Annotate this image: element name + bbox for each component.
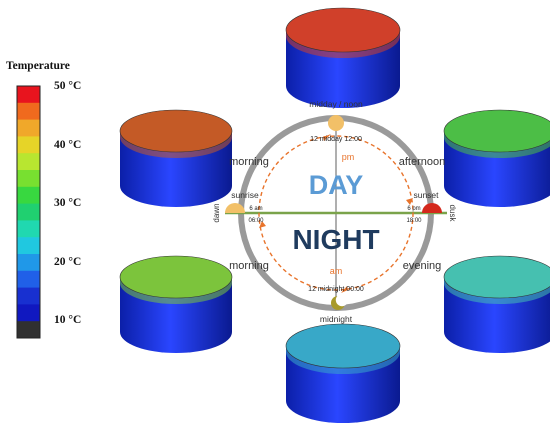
day-night-clock: DAY NIGHT pm am midday / noon 12 midday … <box>212 99 457 324</box>
day-label: DAY <box>309 170 364 200</box>
cylinder-top <box>443 255 550 299</box>
colorbar-segment <box>17 203 40 221</box>
cylinder-top <box>119 109 233 153</box>
colorbar-segment <box>17 270 40 288</box>
pm-label: pm <box>342 152 355 162</box>
legend-tick-40: 40 °C <box>54 139 82 151</box>
cylinder-morning-bottom <box>119 255 233 353</box>
am-label: am <box>330 266 343 276</box>
legend-title: Temperature <box>6 60 70 72</box>
midnight-label: midnight <box>320 314 353 324</box>
orbit-arrow-left <box>259 221 266 228</box>
sunrise-time-bottom: 06:00 <box>248 218 264 224</box>
midnight-time: 12 midnight 00:00 <box>308 286 364 293</box>
colorbar-segment <box>17 136 40 154</box>
legend-tick-50: 50 °C <box>54 80 82 92</box>
colorbar-segment <box>17 220 40 238</box>
legend-tick-30: 30 °C <box>54 197 82 209</box>
colorbar-segment <box>17 254 40 272</box>
midday-label: midday / noon <box>309 99 363 109</box>
midday-sun-icon <box>328 115 344 131</box>
legend-tick-10: 10 °C <box>54 314 82 326</box>
label-morning-top: morning <box>229 156 269 168</box>
label-evening: evening <box>403 260 442 272</box>
moon-icon <box>331 293 349 310</box>
temperature-colorbar <box>16 85 41 339</box>
sunrise-time-top: 6 am <box>249 206 262 212</box>
colorbar-segment <box>17 170 40 188</box>
cylinder-afternoon <box>443 109 550 207</box>
cylinder-midnight <box>285 323 401 423</box>
sunset-time-bottom: 18:00 <box>406 218 422 224</box>
sunset-label: sunset <box>413 190 439 200</box>
dawn-label: dawn <box>212 203 221 222</box>
colorbar-segment <box>17 153 40 171</box>
colorbar-segment <box>17 119 40 137</box>
sunset-time-top: 6 pm <box>407 206 420 212</box>
sunset-sun-icon <box>422 203 442 213</box>
legend-tick-20: 20 °C <box>54 256 82 268</box>
cylinder-top <box>285 7 401 53</box>
colorbar-segment <box>17 321 40 339</box>
orbit-arrow-right <box>406 198 413 205</box>
sunrise-label: sunrise <box>231 190 259 200</box>
label-afternoon: afternoon <box>399 156 445 168</box>
midday-time: 12 midday 12:00 <box>310 136 362 143</box>
orbit-arrow-top <box>323 134 331 141</box>
orbit-arrow-bottom <box>341 286 348 293</box>
cylinder-top <box>119 255 233 299</box>
colorbar-segment <box>17 86 40 104</box>
cylinder-midday <box>285 7 401 108</box>
cylinder-top <box>285 323 401 369</box>
cylinder-top <box>443 109 550 153</box>
sunrise-sun-icon <box>225 203 245 213</box>
colorbar-segment <box>17 186 40 204</box>
label-morning-bottom: morning <box>229 260 269 272</box>
colorbar-frame <box>16 85 41 339</box>
colorbar-segment <box>17 102 40 120</box>
cylinder-morning-top <box>119 109 233 207</box>
night-label: NIGHT <box>292 224 379 255</box>
colorbar-segment <box>17 304 40 322</box>
colorbar-segment <box>17 287 40 305</box>
cylinder-evening <box>443 255 550 353</box>
colorbar-segment <box>17 237 40 255</box>
dashed-orbit <box>258 135 414 291</box>
dusk-label: dusk <box>448 205 457 223</box>
